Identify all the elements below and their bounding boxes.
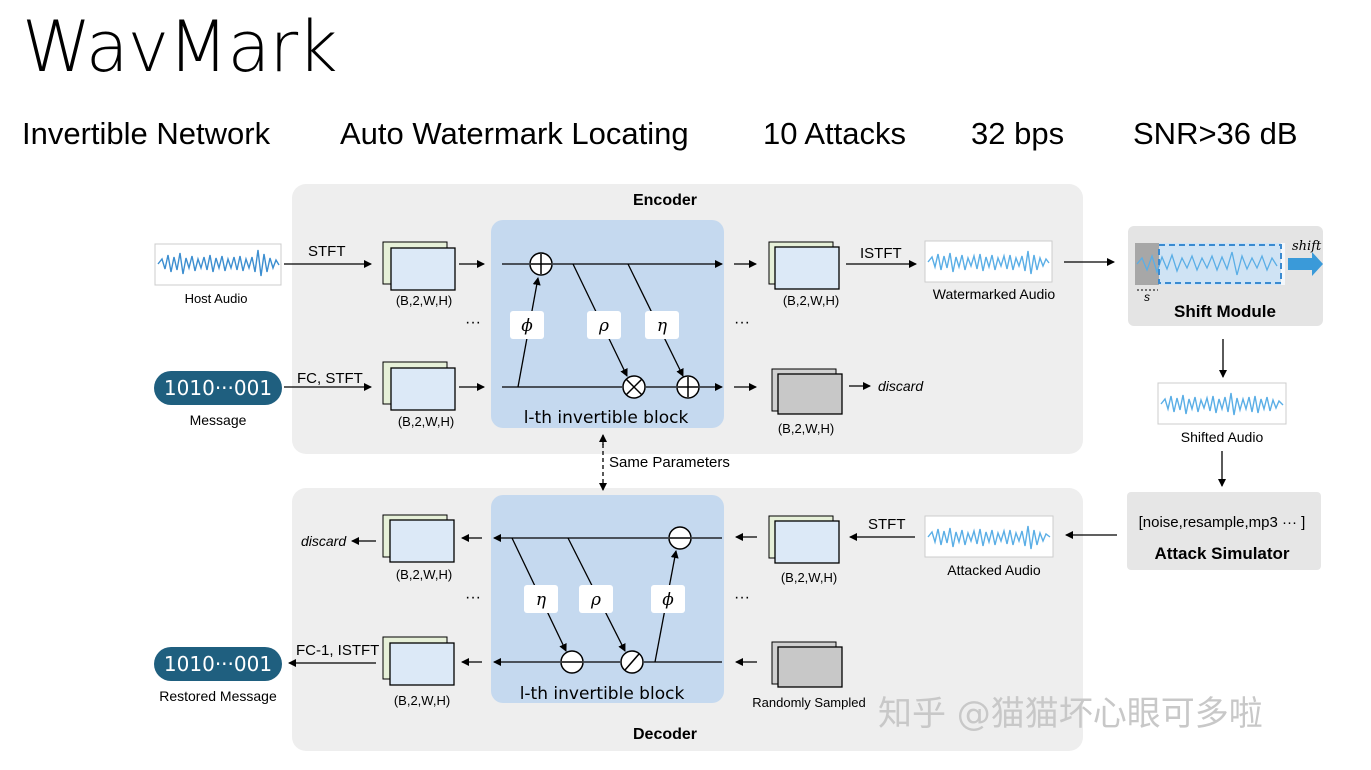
encoder-shape-bottom: (B,2,W,H): [398, 414, 454, 429]
same-parameters-label: Same Parameters: [609, 454, 730, 471]
shift-module-label: Shift Module: [1174, 302, 1276, 321]
decoder-fc-istft-label: FC-1, ISTFT: [296, 642, 379, 659]
decoder-rho: ρ: [590, 590, 601, 610]
message-bits: 1010···001: [164, 376, 272, 400]
restored-message-bits: 1010···001: [164, 652, 272, 676]
decoder-dots-right: ···: [734, 589, 750, 606]
feature-invertible-network: Invertible Network: [22, 116, 271, 151]
message-pill: [154, 371, 282, 405]
feature-attacks: 10 Attacks: [763, 116, 907, 151]
shifted-audio-waveform: [1157, 382, 1287, 425]
decoder-input-shape: (B,2,W,H): [781, 570, 837, 585]
encoder-discard-spectrogram: [771, 368, 843, 415]
encoder-discard-shape: (B,2,W,H): [778, 421, 834, 436]
decoder-title: Decoder: [633, 726, 697, 743]
attack-simulator-list: [noise,resample,mp3 ··· ]: [1139, 514, 1306, 531]
shifted-audio-label: Shifted Audio: [1181, 429, 1264, 445]
message-label: Message: [190, 412, 247, 428]
encoder-stft-label: STFT: [308, 243, 346, 260]
decoder-eta: η: [536, 590, 547, 610]
randomly-sampled-label: Randomly Sampled: [752, 695, 865, 710]
feature-auto-locating: Auto Watermark Locating: [340, 116, 689, 151]
encoder-block-label: l-th invertible block: [524, 408, 689, 428]
encoder-dots-right: ···: [734, 314, 750, 331]
decoder-message-shape: (B,2,W,H): [394, 693, 450, 708]
host-audio-waveform: [154, 243, 282, 286]
encoder-rho: ρ: [598, 316, 609, 336]
watermarked-audio-label: Watermarked Audio: [933, 286, 1056, 302]
encoder-spectrogram-bottom: [382, 361, 456, 411]
encoder-phi: ϕ: [521, 316, 533, 336]
randomly-sampled-spectrogram: [771, 641, 843, 688]
shift-label: shift: [1292, 239, 1322, 254]
attacked-audio-waveform: [924, 515, 1054, 558]
shift-s-label: s: [1144, 290, 1150, 304]
encoder-eta: η: [657, 316, 668, 336]
decoder-block-label: l-th invertible block: [520, 684, 685, 704]
watermarked-audio-waveform: [924, 240, 1053, 283]
decoder-discard-spectrogram: [382, 514, 455, 563]
host-audio-label: Host Audio: [185, 291, 248, 306]
attack-simulator-box: [1127, 492, 1321, 570]
decoder-stft-label: STFT: [868, 516, 906, 533]
decoder-message-spectrogram: [382, 636, 455, 686]
page-title: WavMark: [22, 6, 338, 88]
encoder-output-spectrogram: [768, 241, 840, 290]
encoder-spectrogram-top: [382, 241, 456, 291]
decoder-input-spectrogram: [768, 515, 840, 564]
restored-message-pill: [154, 647, 282, 681]
decoder-discard-shape: (B,2,W,H): [396, 567, 452, 582]
shift-arrow-icon: [1288, 252, 1323, 276]
site-watermark: 知乎 @猫猫坏心眼可多啦: [878, 694, 1263, 734]
decoder-discard: discard: [301, 533, 347, 549]
encoder-title: Encoder: [633, 192, 697, 209]
encoder-discard: discard: [878, 378, 924, 394]
feature-bps: 32 bps: [971, 116, 1065, 151]
encoder-output-shape: (B,2,W,H): [783, 293, 839, 308]
encoder-shape-top: (B,2,W,H): [396, 293, 452, 308]
attacked-audio-label: Attacked Audio: [947, 562, 1041, 578]
attack-simulator-label: Attack Simulator: [1154, 544, 1289, 563]
shift-module-waveform: [1135, 243, 1285, 285]
decoder-phi: ϕ: [662, 590, 674, 610]
feature-snr: SNR>36 dB: [1133, 116, 1298, 151]
encoder-dots-left: ···: [465, 314, 481, 331]
encoder-istft-label: ISTFT: [860, 245, 902, 262]
decoder-dots-left: ···: [465, 589, 481, 606]
restored-message-label: Restored Message: [159, 688, 277, 704]
encoder-fc-stft-label: FC, STFT: [297, 370, 363, 387]
